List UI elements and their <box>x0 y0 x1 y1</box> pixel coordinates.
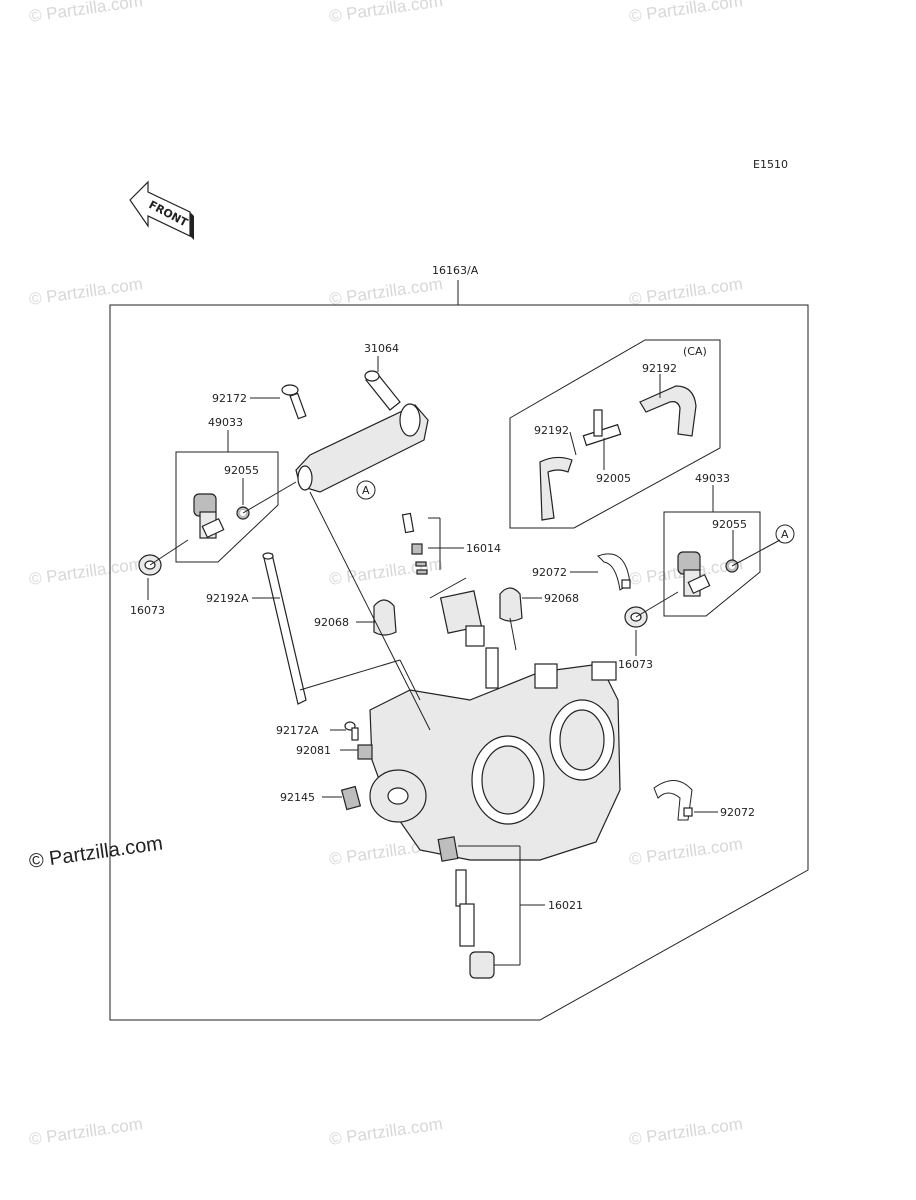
label-92145: 92145 <box>280 791 315 804</box>
throttle-pulley <box>369 769 427 823</box>
assembly-label: 16163/A <box>432 264 479 277</box>
ca-variant-box <box>509 339 721 529</box>
right-sensor-box <box>663 511 761 617</box>
watermark: © Partzilla.com <box>628 274 744 309</box>
ref-marker-a-right <box>775 524 795 544</box>
screw-92172 <box>281 384 307 420</box>
hose-92192-ca-right <box>639 385 697 437</box>
watermark: © Partzilla.com <box>328 274 444 309</box>
diagram-code: E1510 <box>753 158 788 171</box>
watermark: © Partzilla.com <box>28 0 144 26</box>
label-16021: 16021 <box>548 899 583 912</box>
label-92055-right: 92055 <box>712 518 747 531</box>
label-31064: 31064 <box>364 342 399 355</box>
screw-92172a <box>344 721 359 741</box>
label-92172: 92172 <box>212 392 247 405</box>
label-92072-bottom: 92072 <box>720 806 755 819</box>
intake-pipe-31064 <box>295 370 429 493</box>
ref-marker-a-left <box>356 480 376 500</box>
cap-92068-left <box>373 599 397 636</box>
watermark: © Partzilla.com <box>28 274 144 309</box>
label-92005: 92005 <box>596 472 631 485</box>
assembly-frame <box>109 304 809 1021</box>
connector <box>439 590 499 689</box>
sensor-49033-left <box>193 493 225 539</box>
ref-marker-a-right-text: A <box>781 528 789 541</box>
label-16073-right: 16073 <box>618 658 653 671</box>
label-92192a: 92192A <box>206 592 249 605</box>
watermark-main: © Partzilla.com <box>28 832 165 873</box>
sensor-49033-right <box>677 551 711 597</box>
watermark: © Partzilla.com <box>328 1114 444 1149</box>
label-92081: 92081 <box>296 744 331 757</box>
hose-92192-ca-left <box>539 456 573 521</box>
variant-label: (CA) <box>683 345 707 358</box>
label-92068-left: 92068 <box>314 616 349 629</box>
label-92192-top: 92192 <box>642 362 677 375</box>
clamp-92072-top <box>597 553 631 591</box>
leader-lines <box>147 356 781 966</box>
hose-92192a <box>262 552 307 705</box>
label-92172a: 92172A <box>276 724 319 737</box>
label-92072-top: 92072 <box>532 566 567 579</box>
throttle-body <box>369 661 621 861</box>
watermark: © Partzilla.com <box>628 1114 744 1149</box>
spring-92081 <box>357 744 373 760</box>
watermark: © Partzilla.com <box>28 1114 144 1149</box>
label-49033-left: 49033 <box>208 416 243 429</box>
left-sensor-box <box>175 451 279 563</box>
watermark: © Partzilla.com <box>28 554 144 589</box>
spring-92145 <box>340 785 362 811</box>
label-92068-right: 92068 <box>544 592 579 605</box>
valve-set-16014 <box>401 512 428 575</box>
watermark: © Partzilla.com <box>328 0 444 26</box>
clamp-92072-bottom <box>653 780 693 821</box>
cap-92068-right <box>499 587 523 622</box>
watermark: © Partzilla.com <box>628 834 744 869</box>
label-92192-left: 92192 <box>534 424 569 437</box>
idle-screw-16021 <box>437 836 495 979</box>
front-arrow-icon: FRONT <box>129 180 194 240</box>
label-92055-left: 92055 <box>224 464 259 477</box>
ref-marker-a-left-text: A <box>362 484 370 497</box>
watermark: © Partzilla.com <box>628 0 744 26</box>
label-16014: 16014 <box>466 542 501 555</box>
fitting-92005 <box>582 409 622 447</box>
label-16073-left: 16073 <box>130 604 165 617</box>
label-49033-right: 49033 <box>695 472 730 485</box>
